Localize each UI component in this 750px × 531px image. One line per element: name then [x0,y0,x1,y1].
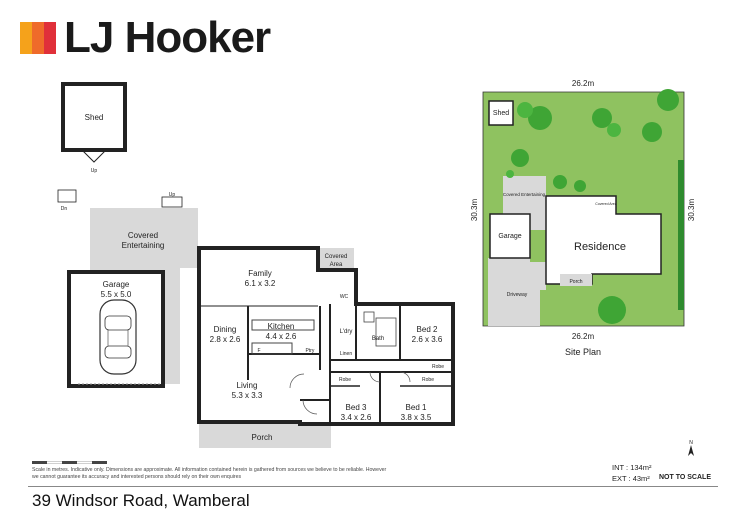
label-dining-dim: 2.8 x 2.6 [210,335,241,344]
label-robe-bed2: Robe [432,364,444,370]
brand-logo-mark [20,22,56,54]
door-arcs [289,371,411,415]
label-kitchen-dim: 4.4 x 2.6 [266,332,297,341]
label-robe-bed1: Robe [422,377,434,383]
label-bed3-dim: 3.4 x 2.6 [341,413,372,422]
label-robe-bed3: Robe [339,377,351,383]
site-label-covered: Covered Entertaining [503,192,546,197]
label-bed3: Bed 3 [346,403,367,412]
footer-divider [28,486,718,487]
label-covered-area-2: Area [330,262,343,268]
label-garage-dim: 5.5 x 5.0 [101,290,132,299]
site-bottom-width: 26.2m [572,332,595,341]
label-up: Up [169,192,176,198]
kitchen-bench [251,342,293,355]
label-garage: Garage [103,280,130,289]
site-label-porch: Porch [569,279,582,285]
label-linen: Linen [340,351,352,357]
label-dn: Dn [61,206,68,212]
label-shed-up: Up [91,168,98,174]
label-living: Living [237,381,258,390]
site-left-depth: 30.3m [470,199,479,222]
logo-bar-orange [32,22,44,54]
logo-bar-yellow [20,22,32,54]
label-family-dim: 6.1 x 3.2 [245,279,276,288]
label-wc: WC [340,294,349,300]
site-top-width: 26.2m [572,79,595,88]
car-icon [99,299,137,375]
label-fridge: F [257,348,260,354]
site-label-garage: Garage [498,233,521,240]
site-label-driveway: Driveway [507,292,528,298]
not-to-scale: NOT TO SCALE [659,474,711,481]
site-porch [560,274,592,286]
label-bath: Bath [372,336,384,342]
site-right-depth: 30.3m [687,199,696,222]
label-dining: Dining [214,325,237,334]
label-covered-area-1: Covered [325,254,348,260]
site-shed [488,100,514,126]
label-porch: Porch [252,433,273,442]
label-bed2-dim: 2.6 x 3.6 [412,335,443,344]
site-label-residence: Residence [574,241,626,253]
property-address: 39 Windsor Road, Wamberal [32,491,250,510]
label-covered-ent-1: Covered [128,231,158,240]
shower [375,317,397,347]
int-area: INT : 134m² [612,463,652,472]
scale-bar [32,461,107,464]
logo-bar-red [44,22,56,54]
label-pantry: Ptry [306,348,315,354]
svg-text:N: N [689,440,693,446]
label-ldry: L'dry [340,329,353,335]
brand-name: LJ Hooker [64,13,271,62]
site-label-covered-area: Covered Area [595,202,616,206]
steps-dn [57,189,77,203]
shed-outline [61,82,127,152]
label-covered-ent-2: Entertaining [122,241,165,250]
site-plan-title: Site Plan [565,347,601,357]
tree-icons [506,89,684,324]
label-shed: Shed [85,113,104,122]
label-bed1-dim: 3.8 x 3.5 [401,413,432,422]
label-living-dim: 5.3 x 3.3 [232,391,263,400]
label-kitchen: Kitchen [268,322,295,331]
porch-area [199,424,331,448]
site-garage [489,213,531,259]
shed-steps [81,149,107,163]
compass-icon: N [688,440,694,456]
area-summary: INT : 134m² EXT : 43m² [612,462,651,484]
site-label-shed: Shed [493,110,509,117]
kitchen-counter [251,319,315,331]
covered-entertaining-area [90,208,198,384]
label-bed2: Bed 2 [417,325,438,334]
ext-area: EXT : 43m² [612,474,650,483]
disclaimer-text: Scale in metres. Indicative only. Dimens… [32,467,387,480]
label-bed1: Bed 1 [406,403,427,412]
label-family: Family [248,269,272,278]
steps-up [161,196,183,208]
bath-fixture [363,311,375,323]
